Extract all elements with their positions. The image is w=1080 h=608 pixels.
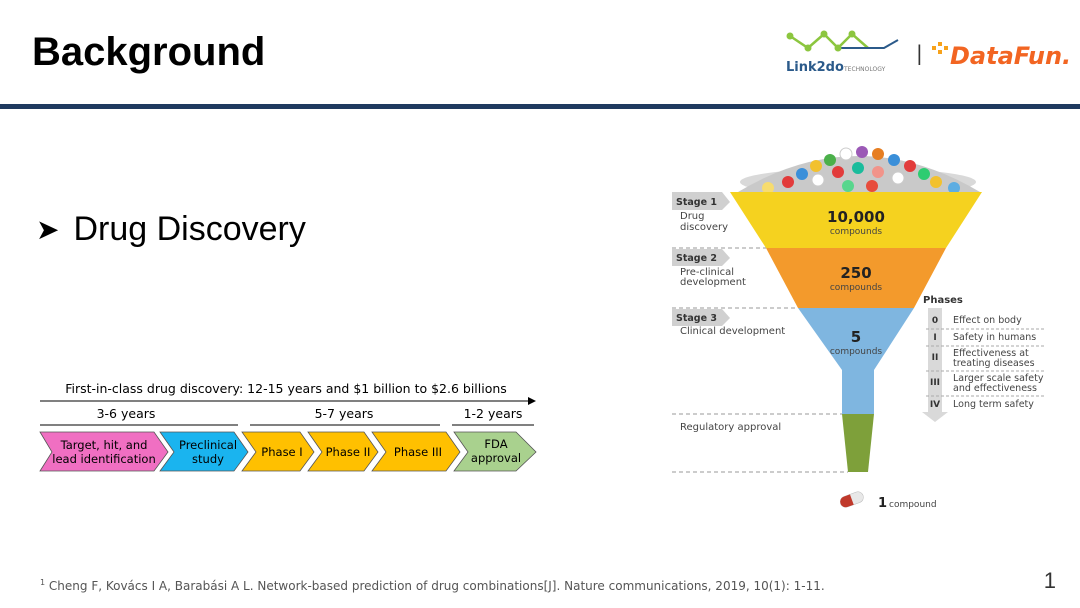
stage-tag-text: Stage 1 xyxy=(676,197,717,208)
footnote-marker: 1 xyxy=(40,578,46,587)
datafun-name: DataFun. xyxy=(950,42,1070,70)
logo-separator: | xyxy=(916,41,923,65)
drug-discovery-timeline: First-in-class drug discovery: 12-15 yea… xyxy=(39,381,537,472)
funnel-band-stage-1 xyxy=(730,192,982,248)
link2do-name: Link2do xyxy=(786,60,844,75)
phase-label-line1: Long term safety xyxy=(953,399,1034,410)
step-label-line1: Preclinical xyxy=(179,438,237,452)
phase-label-line1: Effect on body xyxy=(953,315,1022,326)
timeline-step-phase-2: Phase II xyxy=(307,431,379,472)
duration-label-1: 3-6 years xyxy=(97,406,156,421)
phases-down-arrow xyxy=(922,308,948,422)
phase-number: II xyxy=(932,353,939,363)
step-label-line2: lead identification xyxy=(52,452,155,466)
timeline-headline: First-in-class drug discovery: 12-15 yea… xyxy=(65,381,507,396)
phase-number: I xyxy=(933,333,936,343)
step-label-line1: Phase II xyxy=(326,445,371,459)
bullet-item: ➤ Drug Discovery xyxy=(36,210,306,249)
stage-label-line2: discovery xyxy=(680,222,728,233)
final-compound-unit: compound xyxy=(889,500,937,510)
stage-tag-text: Stage 3 xyxy=(676,313,717,324)
stage-label-line2: development xyxy=(680,277,746,288)
logo-group: Link2do TECHNOLOGY | DataFun. xyxy=(786,30,1070,75)
duration-label-2: 5-7 years xyxy=(315,406,374,421)
step-label-line1: Phase I xyxy=(261,445,302,459)
page-number: 1 xyxy=(1043,568,1056,593)
phase-label-line1: Larger scale safety xyxy=(953,373,1044,384)
stage-count: 10,000 xyxy=(827,208,885,226)
phase-label-line1: Effectiveness at xyxy=(953,348,1029,359)
stage-count: 250 xyxy=(840,264,871,282)
stage-2-tag: Stage 2 xyxy=(672,249,730,266)
timeline-step-phase-3: Phase III xyxy=(371,431,461,472)
stage-unit: compounds xyxy=(830,347,883,357)
final-compound-count: 1 xyxy=(878,496,887,511)
phase-label-line2: treating diseases xyxy=(953,358,1035,369)
stage-label-line1: Drug xyxy=(680,211,705,222)
funnel-band-stage-3 xyxy=(798,308,914,414)
funnel-band-regulatory xyxy=(842,414,874,472)
stage-label-line1: Clinical development xyxy=(680,326,785,337)
stage-unit: compounds xyxy=(830,283,883,293)
stage-tag-text: Stage 2 xyxy=(676,253,717,264)
timeline-step-phase-1: Phase I xyxy=(241,431,315,472)
stage-unit: compounds xyxy=(830,227,883,237)
phases-title: Phases xyxy=(923,295,963,306)
link2do-logo-icon xyxy=(786,30,899,52)
stage-label-line1: Pre-clinical xyxy=(680,267,734,278)
timeline-arrow-head xyxy=(528,397,536,405)
link2do-tagline: TECHNOLOGY xyxy=(843,66,886,73)
phase-number: IV xyxy=(930,400,940,410)
step-label-line1: FDA xyxy=(484,437,507,451)
timeline-step-fda: FDA approval xyxy=(453,431,537,472)
step-label-line1: Phase III xyxy=(394,445,442,459)
phase-number: 0 xyxy=(932,316,938,326)
slide-title: Background xyxy=(32,30,266,74)
stage-count: 5 xyxy=(851,328,861,346)
phase-number: III xyxy=(930,378,940,388)
duration-label-3: 1-2 years xyxy=(464,406,523,421)
step-label-line2: study xyxy=(192,452,224,466)
title-divider xyxy=(0,104,1080,109)
funnel-band-stage-2 xyxy=(766,248,946,308)
bullet-text: Drug Discovery xyxy=(73,210,306,248)
pills-pile-image xyxy=(738,146,980,196)
drug-development-funnel: Stage 1 Drug discovery 10,000 compounds … xyxy=(672,146,1044,511)
stage-1-tag: Stage 1 xyxy=(672,192,730,210)
arrow-bullet-icon: ➤ xyxy=(36,214,60,245)
step-label-line1: Target, hit, and xyxy=(60,438,148,452)
timeline-step-preclinical: Preclinical study xyxy=(159,431,249,472)
capsule-icon xyxy=(839,491,864,508)
phase-label-line1: Safety in humans xyxy=(953,332,1036,343)
datafun-dots-icon xyxy=(932,42,948,54)
stage-3-tag: Stage 3 xyxy=(672,309,730,326)
regulatory-label: Regulatory approval xyxy=(680,422,781,433)
timeline-step-target: Target, hit, and lead identification xyxy=(39,431,169,472)
footnote-citation: 1 Cheng F, Kovács I A, Barabási A L. Net… xyxy=(40,578,825,593)
phase-label-line2: and effectiveness xyxy=(953,383,1037,394)
step-label-line2: approval xyxy=(471,451,521,465)
footnote-text: Cheng F, Kovács I A, Barabási A L. Netwo… xyxy=(45,579,825,593)
